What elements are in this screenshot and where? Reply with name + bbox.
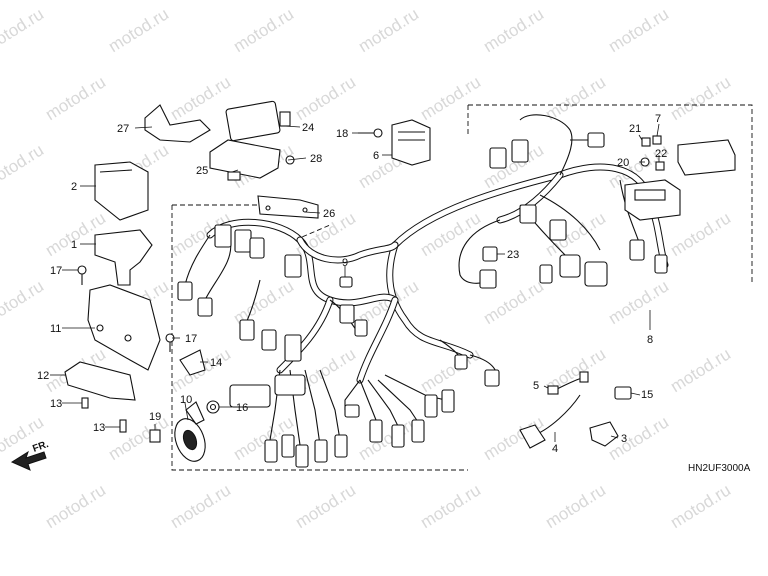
callout-3: 3 — [621, 433, 627, 445]
part-stay-12 — [64, 361, 136, 401]
callout-18: 18 — [336, 128, 348, 140]
part-ecu-plate — [257, 195, 319, 219]
callout-2: 2 — [71, 181, 77, 193]
callout-12: 12 — [37, 370, 49, 382]
part-regulator-6 — [391, 119, 431, 166]
callout-21: 21 — [629, 123, 641, 135]
part-horn-10 — [174, 401, 206, 462]
callout-15: 15 — [641, 389, 653, 401]
callout-4: 4 — [552, 443, 558, 455]
part-fuse-box-1 — [94, 229, 153, 286]
part-bolt-17a — [77, 265, 87, 285]
callout-numbers: 27 24 28 25 26 2 1 17 11 12 13 13 17 14 … — [37, 113, 667, 455]
harness-connectors — [177, 132, 668, 468]
callout-17-lower: 17 — [185, 333, 197, 345]
callout-7: 7 — [655, 113, 661, 125]
part-small-fitting-21 — [641, 137, 651, 147]
callout-13-lower: 13 — [93, 422, 105, 434]
callout-leader-lines — [50, 123, 660, 442]
callout-17-upper: 17 — [50, 265, 62, 277]
part-nut-16 — [206, 400, 220, 414]
part-sensor-4 — [519, 394, 581, 449]
callout-28: 28 — [310, 153, 322, 165]
part-sensor-5 — [547, 371, 589, 395]
callout-24: 24 — [302, 122, 314, 134]
part-connector-15 — [614, 386, 632, 400]
callout-1: 1 — [71, 239, 77, 251]
part-switch-panel — [624, 179, 681, 221]
callout-22: 22 — [655, 148, 667, 160]
callout-23: 23 — [507, 249, 519, 261]
part-bolt-18 — [358, 128, 383, 138]
part-clip-14 — [179, 349, 206, 376]
part-ecu-bracket-cover — [144, 104, 211, 143]
front-direction-arrow: FR. — [10, 439, 50, 471]
part-bolt-13a — [81, 397, 89, 409]
part-small-fitting-7 — [652, 135, 662, 145]
callout-19: 19 — [149, 411, 161, 423]
callout-9: 9 — [342, 257, 348, 269]
callout-11: 11 — [50, 323, 61, 335]
part-clip-23 — [482, 246, 498, 262]
callout-10: 10 — [180, 394, 192, 406]
front-label: FR. — [31, 439, 50, 455]
part-bolt-17b — [165, 333, 175, 352]
part-bolt-13b — [119, 419, 127, 433]
diagram-code: HN2UF3000A — [688, 463, 751, 474]
callout-20: 20 — [617, 157, 629, 169]
part-ecu-module — [225, 100, 291, 142]
callout-25: 25 — [196, 165, 208, 177]
callout-6: 6 — [373, 150, 379, 162]
callout-14: 14 — [210, 357, 222, 369]
part-grommet-9 — [339, 276, 353, 288]
callout-13-left: 13 — [50, 398, 62, 410]
callout-27: 27 — [117, 123, 129, 135]
part-relay-module-2 — [94, 161, 149, 221]
part-cap-3 — [589, 421, 619, 447]
part-ecu-case — [209, 139, 281, 181]
part-bolt-19 — [149, 429, 161, 443]
callout-5: 5 — [533, 380, 539, 392]
callout-16: 16 — [236, 402, 248, 414]
part-bracket-11 — [87, 284, 161, 371]
part-small-fitting-22 — [655, 161, 665, 171]
callout-8: 8 — [647, 334, 653, 346]
part-relay-box-7 — [677, 139, 736, 176]
callout-26: 26 — [323, 208, 335, 220]
